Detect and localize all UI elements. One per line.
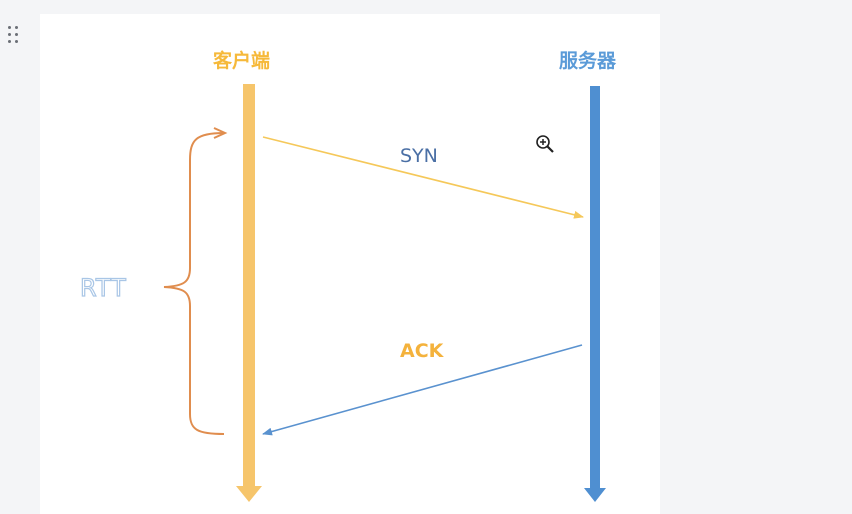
syn-arrow xyxy=(262,136,584,219)
zoom-in-cursor-icon xyxy=(536,135,554,153)
client-timeline xyxy=(236,84,262,502)
ack-label: ACK xyxy=(400,340,444,362)
rtt-label: RTT xyxy=(79,273,127,302)
rtt-brace-top-tip xyxy=(213,127,228,139)
server-label: 服务器 xyxy=(559,50,617,72)
server-timeline xyxy=(584,86,606,502)
diagram-canvas xyxy=(40,14,660,514)
rtt-brace xyxy=(163,132,225,435)
syn-label: SYN xyxy=(400,145,438,167)
client-label: 客户端 xyxy=(213,50,271,72)
drag-handle-icon[interactable] xyxy=(8,26,24,44)
ack-arrow xyxy=(262,344,583,436)
